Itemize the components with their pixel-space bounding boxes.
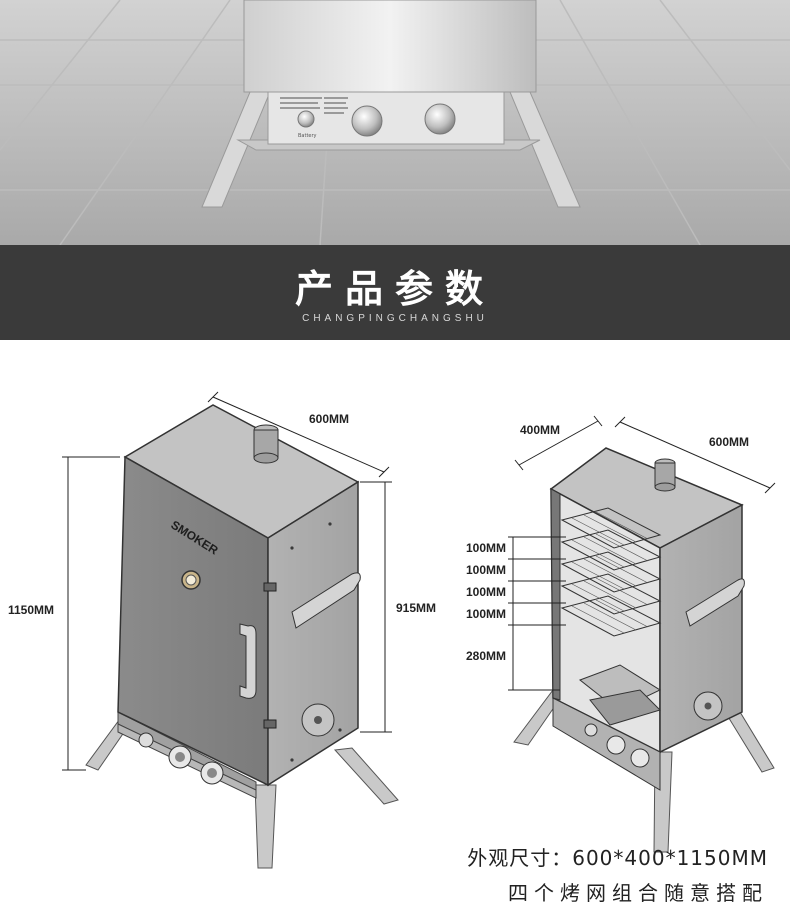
rack-gap-label-2: 100MM (466, 563, 506, 577)
rack-gap-label-1: 100MM (466, 541, 506, 555)
battery-label: Battery (298, 133, 317, 139)
size-caption: 外观尺寸：600*400*1150MM (467, 846, 768, 870)
rack-caption: 四个烤网组合随意搭配 (508, 881, 768, 905)
dimension-diagram: SMOKER (8, 391, 776, 869)
section-title: 产品参数 (294, 267, 495, 311)
section-subtitle: CHANGPINGCHANGSHU (302, 313, 488, 324)
dim-height-label: 1150MM (8, 603, 54, 617)
dim-width-label-right: 600MM (709, 435, 749, 449)
dim-width-label: 600MM (309, 412, 349, 426)
section-band (0, 245, 790, 340)
right-smoker: 400MM 600MM 100MM 100MM 100MM 100MM 280M… (466, 415, 776, 853)
rack-gap-label-3: 100MM (466, 585, 506, 599)
rack-gap-label-4: 100MM (466, 607, 506, 621)
left-smoker: SMOKER (8, 391, 436, 869)
product-photo: Battery (0, 0, 790, 245)
dim-depth-label: 400MM (520, 423, 560, 437)
dim-body-height-label: 915MM (396, 601, 436, 615)
bottom-gap-label: 280MM (466, 649, 506, 663)
